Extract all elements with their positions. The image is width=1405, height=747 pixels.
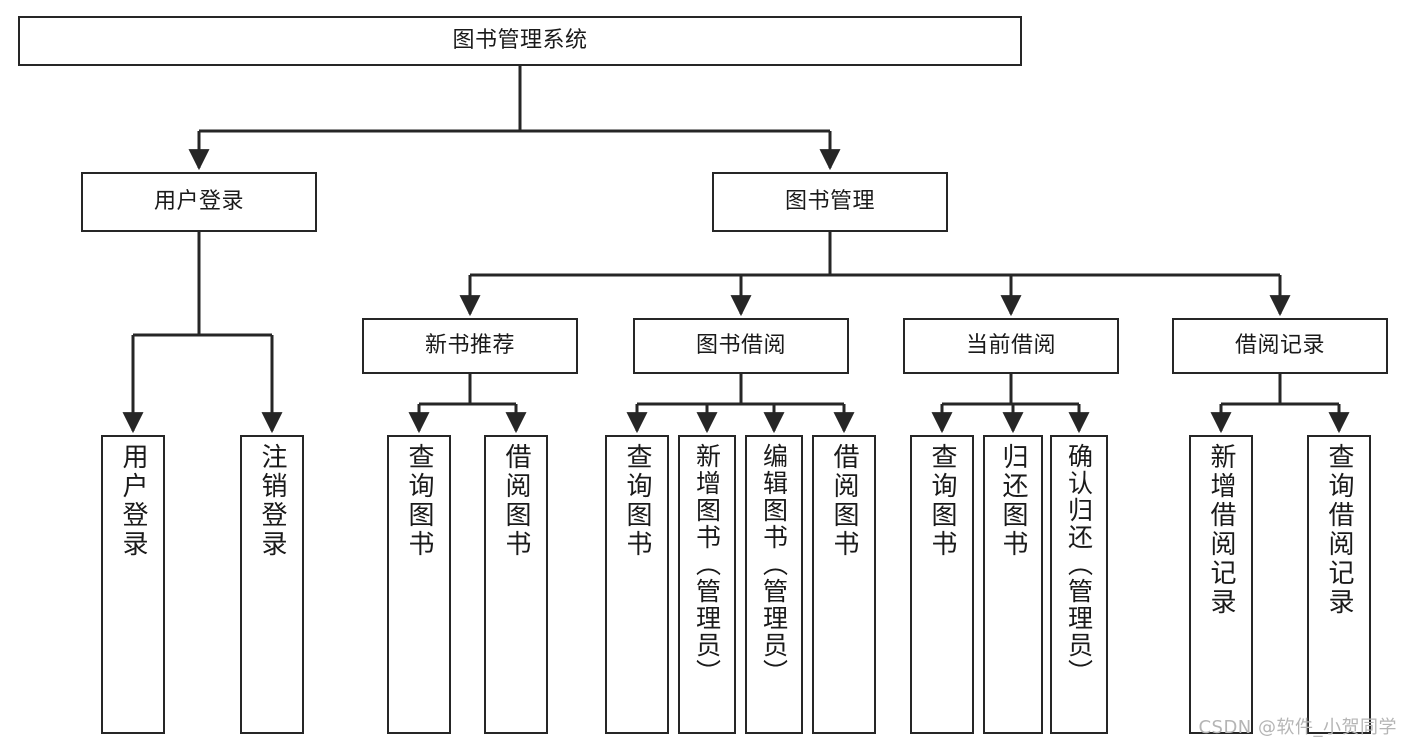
node-leaf-query-book-2[interactable]: 查询图书 <box>605 435 669 734</box>
node-leaf-return-book[interactable]: 归还图书 <box>983 435 1043 734</box>
node-current-borrow[interactable]: 当前借阅 <box>903 318 1119 374</box>
node-leaf-logout[interactable]: 注销登录 <box>240 435 304 734</box>
node-leaf-borrow-book-1[interactable]: 借阅图书 <box>484 435 548 734</box>
node-leaf-add-book[interactable]: 新增图书（管理员） <box>678 435 736 734</box>
node-leaf-confirm-return-label: 确认归还（管理员） <box>1064 443 1094 686</box>
node-leaf-query-book-3[interactable]: 查询图书 <box>910 435 974 734</box>
node-borrow-record-label: 借阅记录 <box>1234 332 1325 358</box>
node-leaf-return-book-label: 归还图书 <box>998 443 1028 559</box>
node-leaf-borrow-book-1-label: 借阅图书 <box>501 443 531 559</box>
node-new-book-recommend[interactable]: 新书推荐 <box>362 318 578 374</box>
node-leaf-user-login[interactable]: 用户登录 <box>101 435 165 734</box>
node-root[interactable]: 图书管理系统 <box>18 16 1022 66</box>
node-leaf-query-book-1[interactable]: 查询图书 <box>387 435 451 734</box>
node-leaf-user-login-label: 用户登录 <box>118 443 148 559</box>
node-leaf-query-book-1-label: 查询图书 <box>404 443 434 559</box>
node-user-login[interactable]: 用户登录 <box>81 172 317 232</box>
watermark: CSDN @软件_小贺同学 <box>1198 717 1397 738</box>
node-leaf-borrow-book-2[interactable]: 借阅图书 <box>812 435 876 734</box>
node-leaf-add-record-label: 新增借阅记录 <box>1206 443 1236 617</box>
node-leaf-query-book-3-label: 查询图书 <box>927 443 957 559</box>
node-book-borrow-label: 图书借阅 <box>695 332 786 358</box>
node-leaf-query-book-2-label: 查询图书 <box>622 443 652 559</box>
node-book-borrow[interactable]: 图书借阅 <box>633 318 849 374</box>
node-current-borrow-label: 当前借阅 <box>965 332 1056 358</box>
node-leaf-query-record-label: 查询借阅记录 <box>1324 443 1354 617</box>
node-leaf-add-book-label: 新增图书（管理员） <box>692 443 722 686</box>
node-leaf-borrow-book-2-label: 借阅图书 <box>829 443 859 559</box>
node-leaf-query-record[interactable]: 查询借阅记录 <box>1307 435 1371 734</box>
node-leaf-logout-label: 注销登录 <box>257 443 287 559</box>
node-leaf-edit-book-label: 编辑图书（管理员） <box>759 443 789 686</box>
node-user-login-label: 用户登录 <box>153 188 244 214</box>
node-leaf-confirm-return[interactable]: 确认归还（管理员） <box>1050 435 1108 734</box>
node-leaf-edit-book[interactable]: 编辑图书（管理员） <box>745 435 803 734</box>
node-root-label: 图书管理系统 <box>452 27 588 53</box>
node-borrow-record[interactable]: 借阅记录 <box>1172 318 1388 374</box>
node-new-book-recommend-label: 新书推荐 <box>424 332 515 358</box>
node-book-manage-label: 图书管理 <box>784 188 875 214</box>
node-book-manage[interactable]: 图书管理 <box>712 172 948 232</box>
node-leaf-add-record[interactable]: 新增借阅记录 <box>1189 435 1253 734</box>
